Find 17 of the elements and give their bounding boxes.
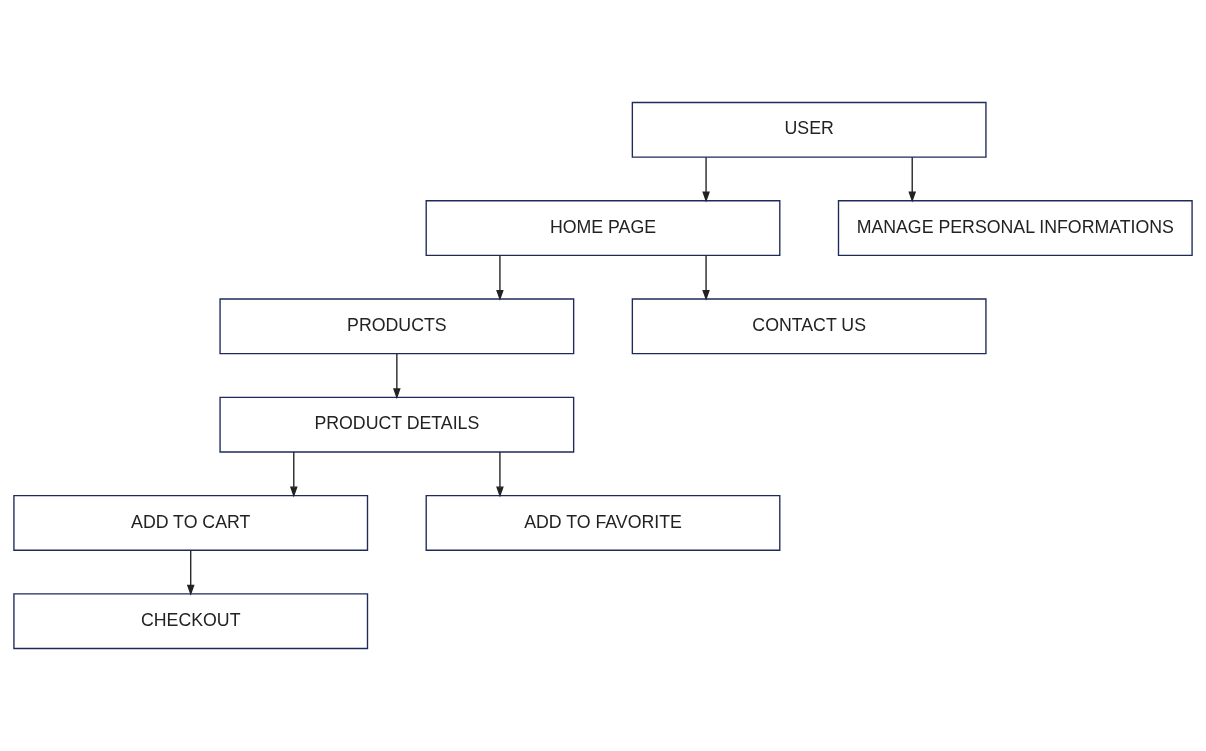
- node-box: CONTACT US: [631, 298, 987, 355]
- node-box: ADD TO FAVORITE: [425, 494, 781, 551]
- arrow: [186, 549, 195, 596]
- arrow: [908, 156, 917, 203]
- node-box: ADD TO CART: [13, 494, 369, 551]
- node-box: MANAGE PERSONAL INFORMATIONS: [837, 200, 1193, 257]
- arrow: [393, 353, 401, 400]
- arrow: [289, 451, 298, 498]
- arrow: [496, 451, 504, 498]
- node-box: CHECKOUT: [13, 593, 369, 650]
- arrow: [702, 254, 710, 301]
- node-box: HOME PAGE: [425, 200, 781, 257]
- arrow: [496, 254, 504, 301]
- node-box: PRODUCT DETAILS: [219, 396, 575, 453]
- node-box: PRODUCTS: [219, 298, 575, 355]
- arrow: [702, 156, 710, 203]
- node-box: USER: [631, 101, 987, 158]
